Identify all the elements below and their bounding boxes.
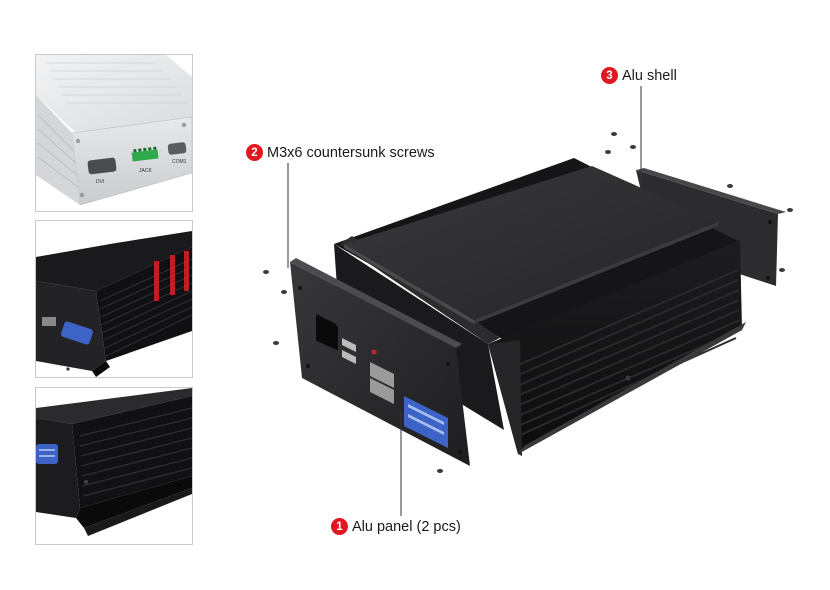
thumbnail-black-enclosure-assembly[interactable] <box>35 220 193 378</box>
thumbnail-black-enclosure-detail[interactable] <box>35 387 193 545</box>
countersunk-screws <box>263 132 793 473</box>
callout-alu-shell: 3 Alu shell <box>601 67 677 84</box>
callout-leader-lines <box>287 86 642 516</box>
port-label-com1: COM1 <box>172 159 187 165</box>
front-alu-panel <box>290 258 470 466</box>
callout-label: M3x6 countersunk screws <box>267 144 435 161</box>
port-label-dvi: DVI <box>96 179 104 185</box>
callout-label: Alu panel (2 pcs) <box>352 518 461 535</box>
callout-number-badge: 2 <box>246 144 263 161</box>
black-enclosure-assembly-image <box>36 221 192 377</box>
callout-alu-panel: 1 Alu panel (2 pcs) <box>331 518 461 535</box>
callout-label: Alu shell <box>622 67 677 84</box>
silver-enclosure-image: DVI JACK COM1 <box>36 55 192 206</box>
thumbnail-silver-enclosure[interactable]: DVI JACK COM1 <box>35 54 193 212</box>
alu-shell-lid <box>344 166 718 324</box>
port-label-jack: JACK <box>139 168 152 174</box>
callout-countersunk-screws: 2 M3x6 countersunk screws <box>246 144 435 161</box>
callout-number-badge: 3 <box>601 67 618 84</box>
callout-number-badge: 1 <box>331 518 348 535</box>
black-enclosure-detail-image <box>36 388 192 536</box>
